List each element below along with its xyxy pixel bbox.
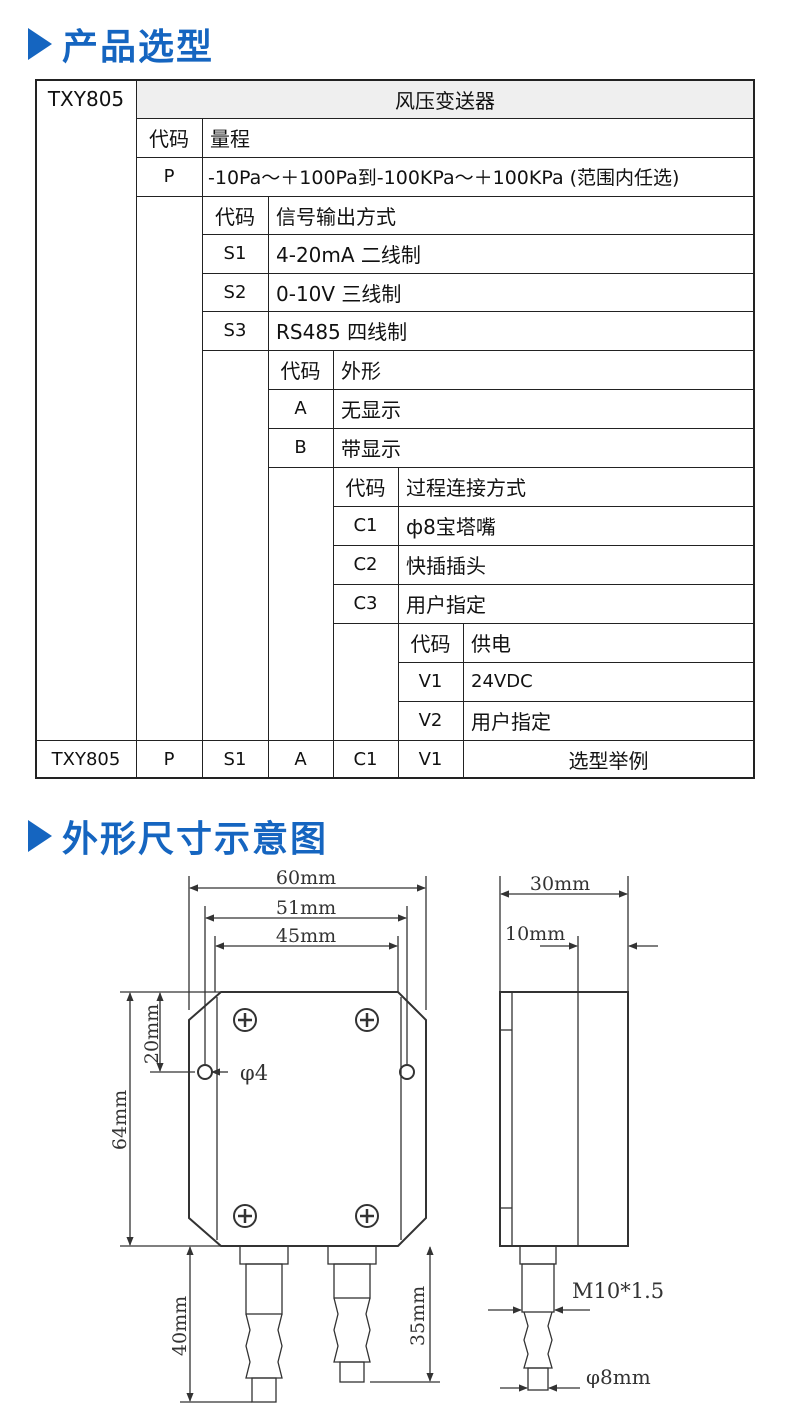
power-desc: 用户指定 [471,710,551,734]
power-code: V1 [418,671,443,692]
section-heading-dimensions: 外形尺寸示意图 [28,810,328,862]
range-code: P [163,166,175,187]
range-code-header: 代码 [149,127,189,151]
shape-code-header: 代码 [280,359,321,383]
shape-code: B [294,437,307,458]
range-title: 量程 [210,127,250,151]
dim-label: 60mm [276,867,336,889]
shape-title: 外形 [341,359,381,383]
heading-text: 外形尺寸示意图 [62,819,329,860]
connection-code: C3 [353,593,378,614]
power-title: 供电 [471,632,511,656]
signal-desc: RS485 四线制 [276,320,408,344]
signal-code: S3 [223,320,247,341]
range-desc: -10Pa～＋100Pa到-100KPa～＋100KPa (范围内任选) [208,167,680,189]
signal-desc: 0-10V 三线制 [276,281,402,306]
signal-title: 信号输出方式 [276,204,396,229]
connection-code-header: 代码 [345,476,386,500]
body-outline [188,991,427,1247]
dim-label: φ8mm [586,1365,651,1389]
connection-code: C2 [353,554,378,575]
screw-icon [233,1008,257,1032]
dim-label: 51mm [276,897,336,919]
dimension-drawing: 60mm 51mm 45mm 20mm φ4 64mm 40mm 35mm 30… [0,860,790,1421]
dim-label: 10mm [505,923,565,945]
mount-hole [197,1064,213,1080]
screw-icon [233,1204,257,1228]
example-code: C1 [353,748,378,770]
example-code: A [294,748,307,770]
connection-desc: 用户指定 [406,593,486,617]
power-code-header: 代码 [410,632,451,656]
example-label: 选型举例 [568,748,649,773]
example-code: V1 [418,748,443,770]
dim-label: 30mm [530,873,590,895]
dim-label: 35mm [407,1286,429,1346]
connection-desc: ф8宝塔嘴 [406,515,496,539]
dim-label: 20mm [141,1004,163,1064]
dim-label: 45mm [276,925,336,947]
heading-text: 产品选型 [62,27,215,68]
shape-desc: 带显示 [341,437,401,461]
example-code: S1 [223,748,247,770]
power-code: V2 [418,710,443,731]
connection-desc: 快插插头 [406,554,486,578]
example-code: P [163,748,175,770]
triangle-bullet-icon [28,820,52,852]
nozzle-left [239,1245,289,1403]
selection-table: TXY805 风压变送器 代码 量程 P -10Pa～＋100Pa到-100KP… [35,79,755,779]
signal-desc: 4-20mA 二线制 [276,243,421,267]
power-desc: 24VDC [471,671,533,692]
shape-code: A [294,398,307,419]
shape-desc: 无显示 [341,398,401,422]
signal-code: S2 [223,281,247,303]
dim-label: 40mm [169,1296,191,1356]
connection-title: 过程连接方式 [406,476,526,500]
model-cell: TXY805 [47,87,125,111]
dim-label: 64mm [109,1090,131,1150]
section-heading-selection: 产品选型 [28,18,214,70]
dimension-drawing-svg: 60mm 51mm 45mm 20mm φ4 64mm 40mm 35mm 30… [109,867,664,1403]
side-nozzle [519,1245,557,1391]
product-name-cell: 风压变送器 [136,80,754,118]
nozzle-right [327,1245,377,1383]
signal-code: S1 [223,243,247,264]
screw-icon [355,1008,379,1032]
side-body [499,991,629,1247]
dim-label: φ4 [240,1061,268,1085]
dim-label: M10*1.5 [572,1279,664,1303]
screw-icon [355,1204,379,1228]
triangle-bullet-icon [28,28,52,60]
mount-hole [399,1064,415,1080]
example-code: TXY805 [51,748,121,770]
signal-code-header: 代码 [215,204,255,229]
connection-code: C1 [353,515,378,536]
